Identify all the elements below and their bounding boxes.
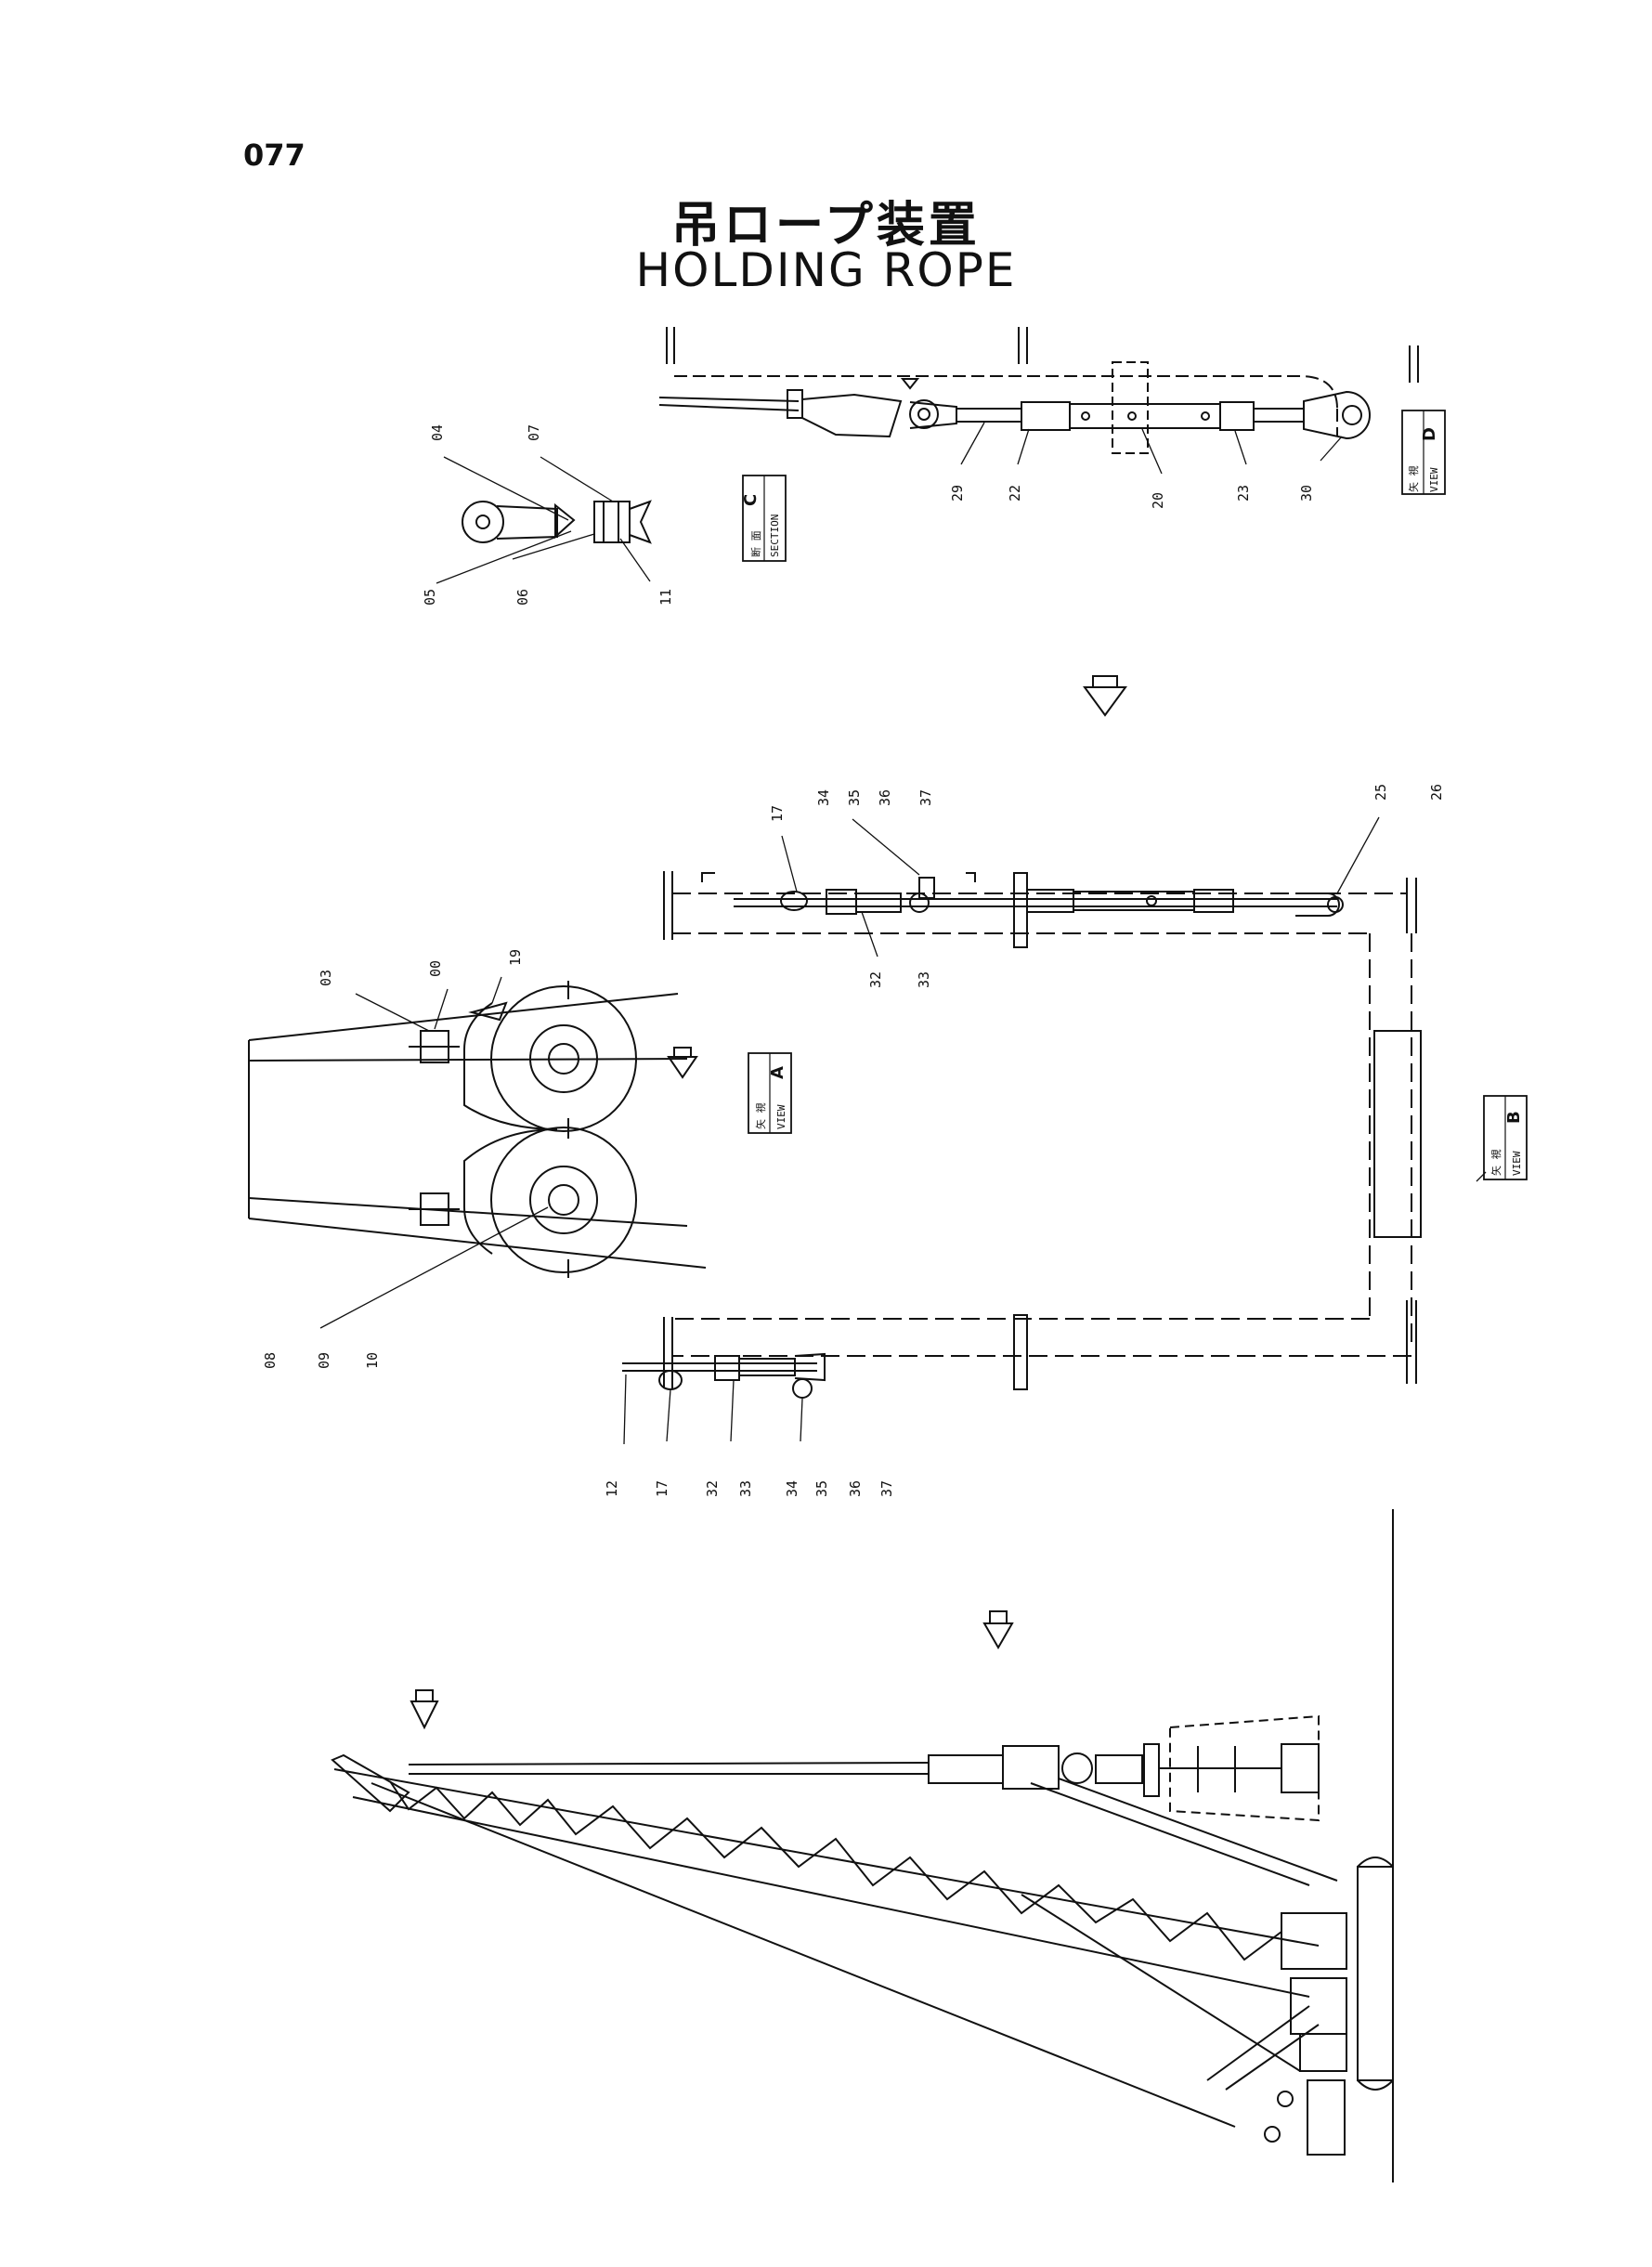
view-d-assembly [658,327,1419,454]
callout-17-upper: 17 [769,805,786,822]
callout-34-lower: 34 [784,1480,800,1497]
callout-10: 10 [364,1352,381,1369]
tag-b-ja: 矢 視 [1489,1149,1502,1176]
tag-d-ja: 矢 視 [1407,465,1420,492]
callout-36-upper: 36 [877,789,893,806]
view-arrow-down-3 [410,1700,439,1730]
callout-32-upper: 32 [867,971,884,988]
callout-04: 04 [429,424,446,441]
callout-34-upper: 34 [815,789,832,806]
callout-20: 20 [1150,492,1166,509]
callout-03: 03 [318,970,334,986]
page-number: 077 [243,137,306,173]
callout-26: 26 [1428,784,1445,801]
callout-35-lower: 35 [813,1480,830,1497]
view-arrow-down-1 [1083,686,1127,717]
section-c-detail [462,500,652,544]
tag-d-letter: D [1420,427,1439,441]
view-a-sheave-head [248,981,707,1278]
title-english: HOLDING ROPE [635,243,1017,297]
tag-c-letter: C [741,494,761,506]
view-tag-view-d: 矢 視 VIEW D [1401,410,1446,495]
callout-33-lower: 33 [737,1480,754,1497]
tag-b-letter: B [1504,1111,1524,1124]
callout-37-lower: 37 [878,1480,895,1497]
callout-37-upper: 37 [917,789,934,806]
callout-29: 29 [949,485,966,502]
view-arrow-base-1 [1092,675,1118,688]
callout-11: 11 [657,589,674,606]
callout-19: 19 [507,949,524,966]
tag-d-en: VIEW [1428,467,1440,492]
callout-36-lower: 36 [847,1480,864,1497]
tag-a-ja: 矢 視 [754,1102,767,1129]
callout-06: 06 [514,589,531,606]
view-tag-section-c: 断 面 SECTION C [741,475,787,562]
tag-c-en: SECTION [769,515,781,557]
callout-22: 22 [1007,485,1023,502]
tag-a-letter: A [768,1066,787,1079]
tag-a-en: VIEW [775,1104,787,1129]
callout-05: 05 [422,589,438,606]
view-arrow-down-4 [982,1622,1014,1650]
view-arrow-down-2 [667,1056,698,1079]
callout-labels: 04 07 05 06 11 29 22 20 23 30 17 34 35 3… [262,424,1445,1497]
callout-30: 30 [1298,485,1315,502]
tag-c-ja: 断 面 [749,530,762,557]
view-arrow-base-3 [415,1689,434,1702]
callout-25: 25 [1372,784,1389,801]
view-arrow-base-2 [673,1047,692,1058]
callout-12: 12 [604,1480,620,1497]
callout-23: 23 [1235,485,1252,502]
callout-17-lower: 17 [654,1480,670,1497]
callout-35-upper: 35 [846,789,863,806]
view-arrow-base-4 [989,1610,1008,1624]
callout-32-lower: 32 [704,1480,721,1497]
view-tag-view-b: 矢 視 VIEW B [1483,1095,1528,1180]
callout-00: 00 [427,960,444,977]
view-b-frame [622,871,1422,1399]
callout-33-upper: 33 [916,971,932,988]
view-tag-view-a: 矢 視 VIEW A [748,1052,792,1134]
tag-b-en: VIEW [1511,1151,1523,1176]
title-japanese: 吊ロープ装置 [671,198,981,254]
callout-09: 09 [316,1352,332,1369]
callout-08: 08 [262,1352,279,1369]
crane-overview [331,1509,1394,2182]
callout-07: 07 [526,424,542,441]
